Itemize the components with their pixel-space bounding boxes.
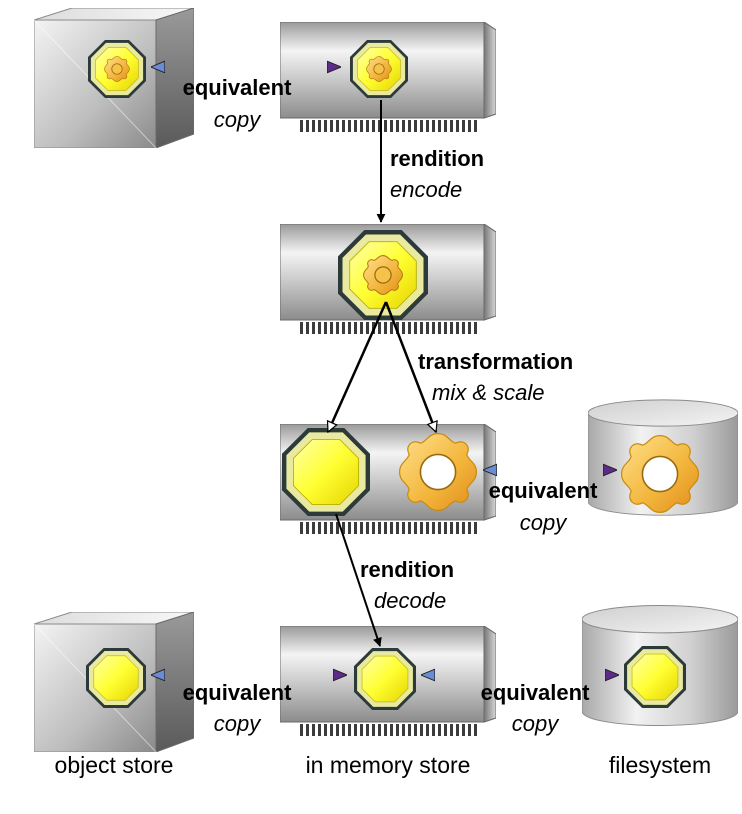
transformation-arrow-flower (384, 301, 436, 432)
rendition-arrow-decode (335, 513, 382, 647)
transformation-arrow-octagon (326, 301, 388, 432)
bottom-left-equivalent-label: equivalent (183, 680, 292, 705)
flower-icon-filesystem (620, 434, 700, 514)
bottom-right-equivalent-label: equivalent (481, 680, 590, 705)
mid-equivalent-label: equivalent (489, 478, 598, 503)
octagon-icon-filesystem (624, 646, 686, 708)
encode-rendition-label: rendition (390, 146, 484, 171)
transformation-detail: mix & scale (432, 380, 544, 405)
encode-rendition-detail: encode (390, 177, 462, 202)
octagon-flower-icon-memory (350, 40, 408, 98)
decode-rendition-detail: decode (374, 588, 446, 613)
transformation-label: transformation (418, 349, 573, 374)
filesystem-caption: filesystem (609, 752, 711, 778)
flower-icon-transformed (398, 432, 478, 512)
bottom-right-equivalent-detail: copy (512, 711, 560, 736)
top-equivalent-detail: copy (214, 107, 262, 132)
top-equivalent-label: equivalent (183, 75, 292, 100)
octagon-icon-transformed (282, 428, 370, 516)
object-store-caption: object store (55, 752, 174, 778)
octagon-icon-memory (354, 648, 416, 710)
decode-rendition-label: rendition (360, 557, 454, 582)
octagon-icon-object-store (86, 648, 146, 708)
mid-equivalent-detail: copy (520, 510, 568, 535)
octagon-flower-icon-object-store (88, 40, 146, 98)
memory-store-caption: in memory store (306, 752, 471, 778)
bottom-left-equivalent-detail: copy (214, 711, 262, 736)
